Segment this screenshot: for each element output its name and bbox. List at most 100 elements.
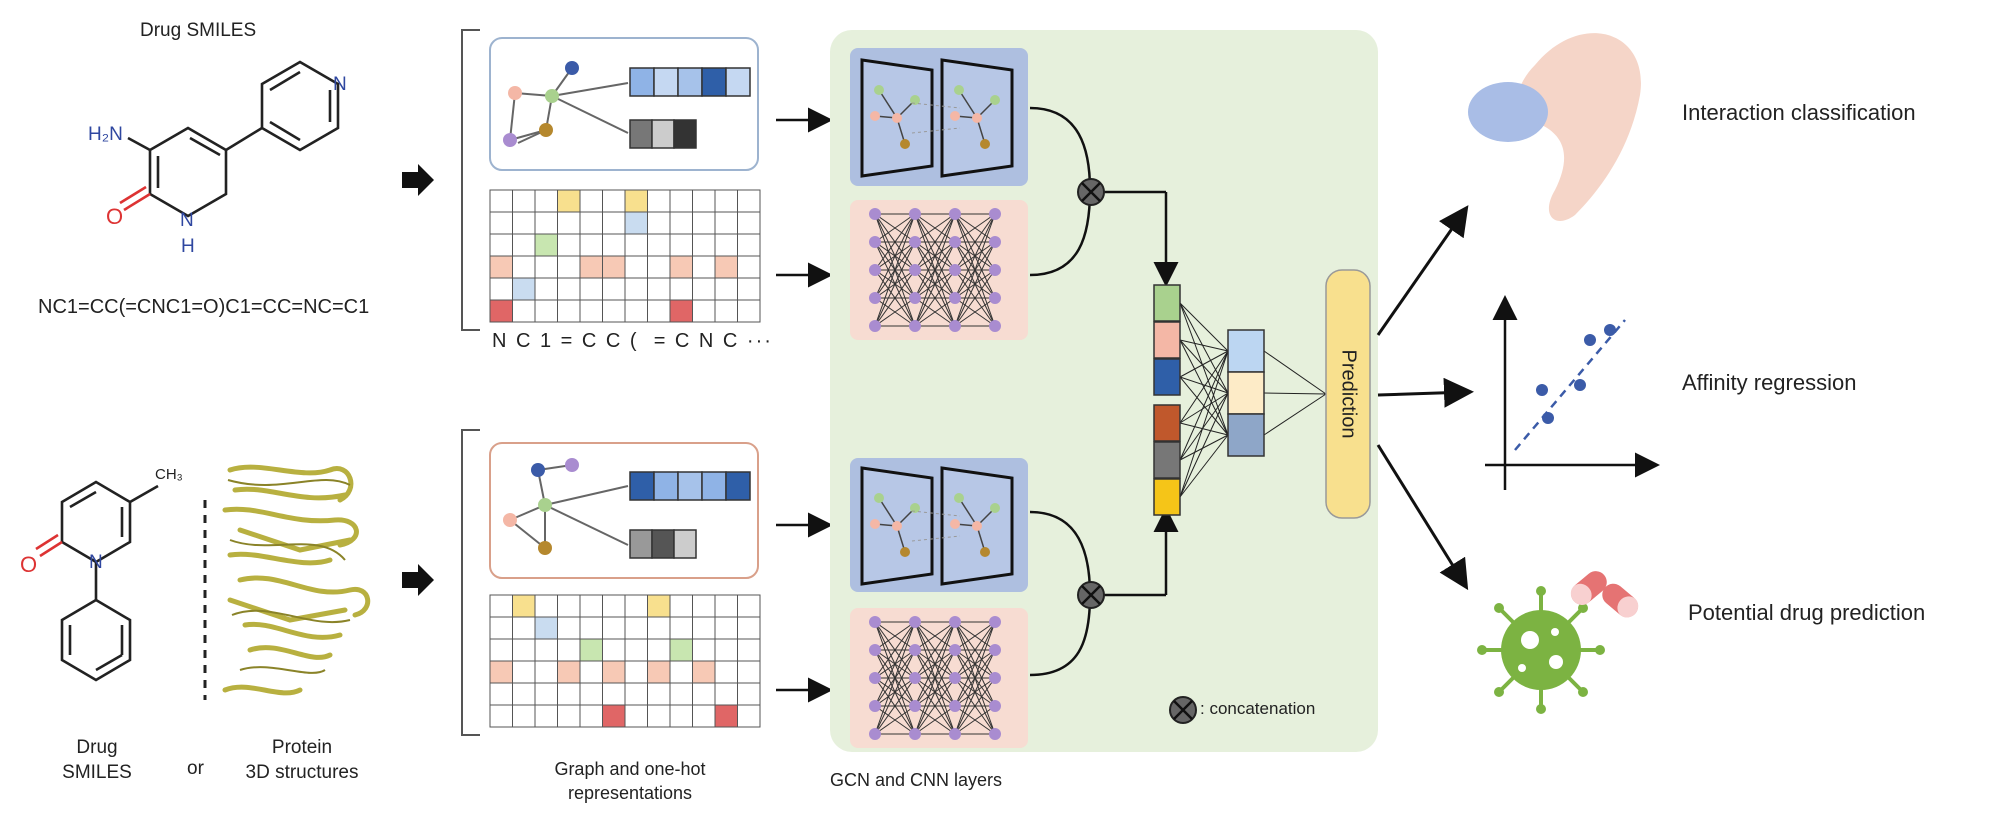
onehot-cell <box>714 277 738 301</box>
onehot-cell <box>692 211 716 235</box>
cnn-edge <box>954 241 996 327</box>
onehot-cell <box>534 704 558 728</box>
dense-edge <box>1179 350 1229 498</box>
cnn-edge <box>874 213 916 327</box>
onehot-cell <box>534 682 558 706</box>
atom-ch3: CH₃ <box>155 466 183 483</box>
gcn-node <box>910 95 920 105</box>
concat-legend: : concatenation <box>1200 699 1316 718</box>
dense-layers <box>1153 284 1327 516</box>
cnn-edge <box>874 649 916 735</box>
cnn-edge <box>874 297 916 327</box>
cnn-node <box>989 236 1001 248</box>
onehot-cell <box>512 299 536 323</box>
dense-edge <box>1179 350 1229 461</box>
onehot-cell <box>692 594 716 618</box>
protein-label-line2: 3D structures <box>245 762 359 783</box>
dense-edge <box>1179 434 1229 461</box>
cnn-edge <box>954 213 996 271</box>
cnn-edge <box>874 213 916 243</box>
onehot-cell <box>534 277 558 301</box>
onehot-cell <box>557 660 581 684</box>
onehot-cell <box>714 616 738 640</box>
onehot-cell <box>692 616 716 640</box>
output-affinity-regression: Affinity regression <box>1682 370 1857 395</box>
gcn-node <box>892 521 902 531</box>
dense-edge <box>1263 393 1327 436</box>
cnn-node <box>909 264 921 276</box>
onehot-cell <box>692 704 716 728</box>
onehot-cell <box>489 277 513 301</box>
scatter-plot-icon <box>1485 295 1660 490</box>
cnn-edge <box>874 705 916 735</box>
cnn-node <box>869 292 881 304</box>
onehot-cell <box>512 704 536 728</box>
onehot-cell <box>602 594 626 618</box>
prediction-label: Prediction <box>1337 349 1360 439</box>
onehot-cell <box>647 682 671 706</box>
gcn-node <box>874 493 884 503</box>
onehot-cell <box>579 255 603 279</box>
onehot-cell <box>557 255 581 279</box>
cnn-node <box>869 264 881 276</box>
representation-brackets <box>461 29 480 736</box>
dense-edge <box>1179 434 1229 498</box>
cnn-node <box>869 700 881 712</box>
onehot-cell <box>489 638 513 662</box>
cnn-edge <box>914 621 956 679</box>
onehot-cell <box>692 299 716 323</box>
cnn-edge <box>914 213 956 271</box>
concat-vector-cell <box>1153 284 1181 322</box>
cnn-edge <box>914 705 956 735</box>
onehot-cell <box>602 616 626 640</box>
onehot-cell <box>624 704 648 728</box>
onehot-cell <box>557 211 581 235</box>
dense-edge <box>1179 302 1229 394</box>
cnn-node <box>949 264 961 276</box>
onehot-cell <box>602 682 626 706</box>
gcn-node <box>954 493 964 503</box>
onehot-cell <box>489 211 513 235</box>
cnn-node <box>949 320 961 332</box>
onehot-cell <box>624 660 648 684</box>
onehot-cell <box>692 660 716 684</box>
cnn-edge <box>914 677 956 735</box>
dense-edge <box>1179 339 1229 394</box>
onehot-cell <box>737 616 761 640</box>
onehot-cell <box>647 189 671 213</box>
legend-concat-icon <box>1169 696 1197 724</box>
gcn-edge <box>958 497 978 527</box>
cnn-node <box>909 644 921 656</box>
top-drug-title: Drug SMILES <box>140 20 257 41</box>
onehot-cell <box>602 189 626 213</box>
dense-edge <box>1263 350 1327 395</box>
onehot-cell <box>624 277 648 301</box>
onehot-cell <box>669 594 693 618</box>
onehot-cell <box>602 277 626 301</box>
cnn-edge <box>874 621 916 707</box>
onehot-cell <box>737 299 761 323</box>
onehot-cell <box>557 299 581 323</box>
gcn-link <box>911 102 961 109</box>
atom-nh: N <box>180 210 194 231</box>
onehot-cell <box>557 704 581 728</box>
dense-edge <box>1179 392 1229 461</box>
rep-to-model-arrows <box>776 107 833 703</box>
dense-edge <box>1179 376 1229 394</box>
cnn-node <box>869 728 881 740</box>
dense-edge <box>1179 339 1229 352</box>
onehot-cell <box>624 299 648 323</box>
onehot-cell <box>512 211 536 235</box>
gcn-link <box>911 127 961 134</box>
cnn-edge <box>954 213 996 327</box>
onehot-cell <box>489 594 513 618</box>
onehot-cell <box>714 255 738 279</box>
cnn-node <box>989 672 1001 684</box>
cnn-node <box>989 208 1001 220</box>
top-onehot-grid <box>489 189 761 323</box>
onehot-cell <box>714 233 738 257</box>
cnn-node <box>989 320 1001 332</box>
gcn-node <box>870 111 880 121</box>
onehot-cell <box>579 299 603 323</box>
onehot-cell <box>602 255 626 279</box>
